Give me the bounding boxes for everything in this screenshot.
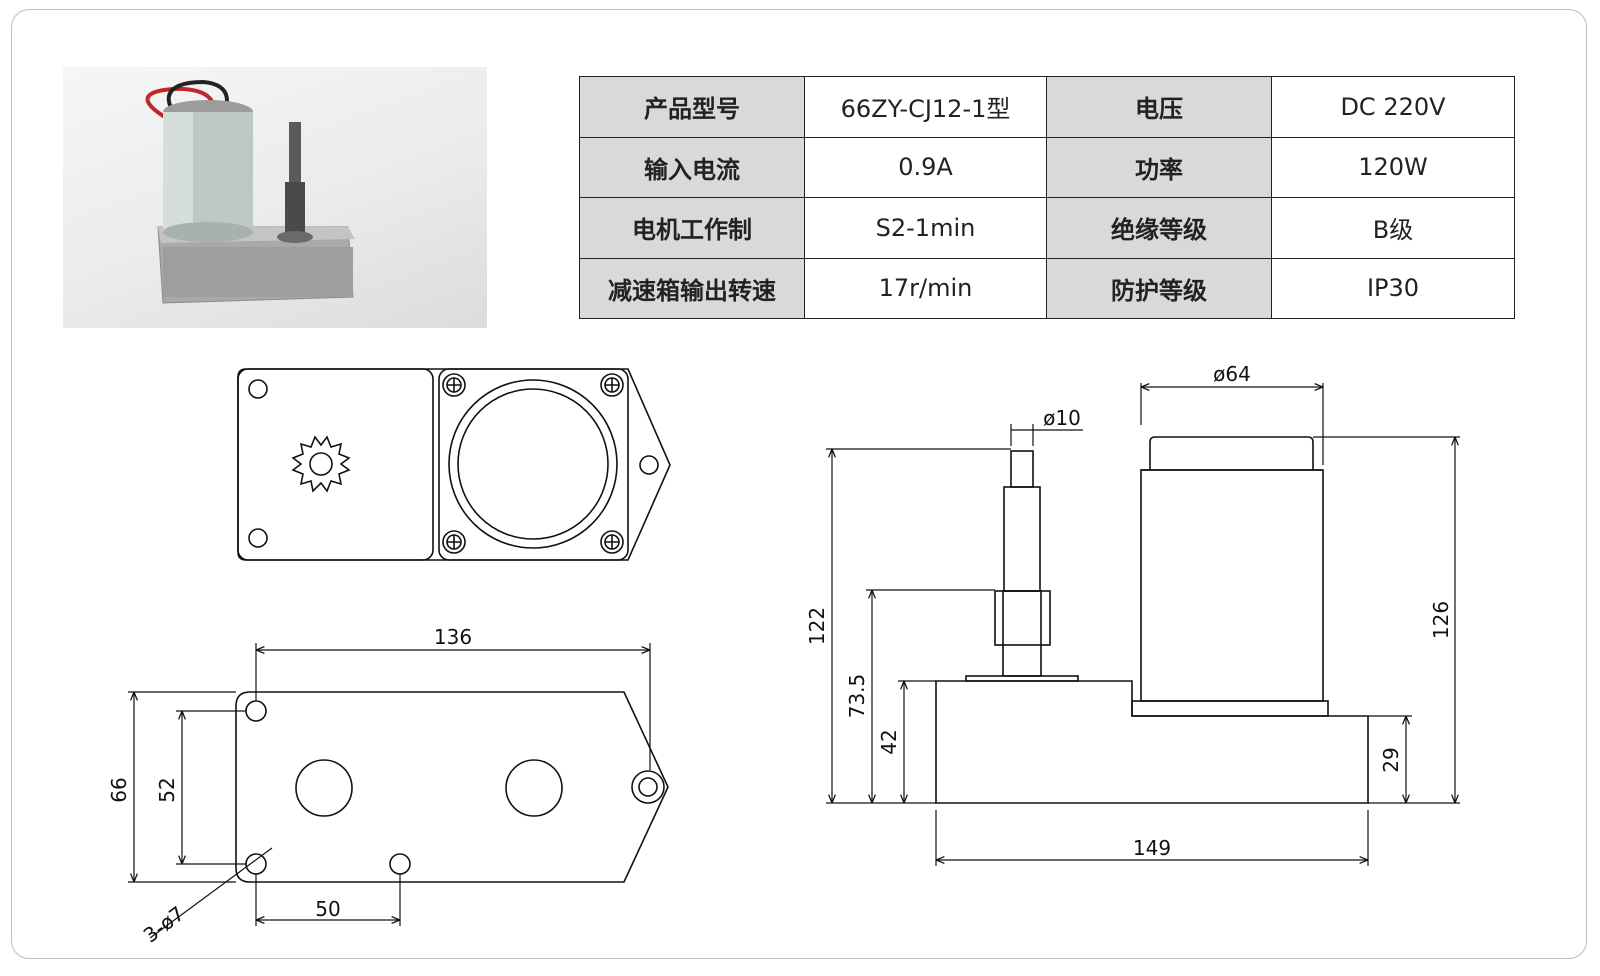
- motor-photo-illustration: [145, 79, 355, 304]
- product-photo: [63, 67, 487, 328]
- dim-motor-dia: ø64: [1213, 362, 1251, 386]
- spec-value: B级: [1271, 197, 1515, 259]
- dim-width: 66: [107, 777, 131, 802]
- dim-gearbox-height: 42: [877, 729, 901, 754]
- spec-row: 减速箱输出转速 17r/min 防护等级 IP30: [579, 257, 1515, 319]
- dim-hole-pitch: 50: [315, 897, 340, 921]
- spec-key: 功率: [1046, 136, 1272, 198]
- side-view-dimensions: [826, 383, 1460, 866]
- dim-motor-height: 126: [1429, 601, 1453, 639]
- dim-shaft-dia: ø10: [1043, 406, 1081, 430]
- dim-hole-span: 52: [155, 777, 179, 802]
- spec-key: 电压: [1046, 76, 1272, 138]
- spec-key: 产品型号: [579, 76, 805, 138]
- bottom-view-dimensions: [128, 643, 651, 939]
- spec-table: 产品型号 66ZY-CJ12-1型 电压 DC 220V 输入电流 0.9A 功…: [579, 76, 1515, 319]
- spec-value: DC 220V: [1271, 76, 1515, 138]
- spec-row: 产品型号 66ZY-CJ12-1型 电压 DC 220V: [579, 76, 1515, 138]
- screw-icon: [600, 530, 624, 554]
- page-frame: [11, 9, 1587, 959]
- spec-key: 绝缘等级: [1046, 197, 1272, 259]
- screw-icon: [442, 530, 466, 554]
- side-view-drawing: [935, 436, 1369, 804]
- dim-shaft-step-height: 73.5: [845, 674, 869, 719]
- dim-holes: 3-ø7: [139, 901, 189, 947]
- screw-icon: [442, 373, 466, 397]
- spec-key: 电机工作制: [579, 197, 805, 259]
- top-view-drawing: [237, 368, 671, 561]
- spec-value: IP30: [1271, 257, 1515, 319]
- screw-icon: [600, 373, 624, 397]
- gear-icon: [291, 435, 351, 493]
- spec-key: 输入电流: [579, 136, 805, 198]
- dim-total-height: 122: [805, 607, 829, 645]
- bottom-view-drawing: [235, 691, 669, 883]
- dim-base-height: 29: [1379, 747, 1403, 772]
- spec-key: 减速箱输出转速: [579, 257, 805, 319]
- spec-row: 电机工作制 S2-1min 绝缘等级 B级: [579, 197, 1515, 259]
- dim-length: 136: [434, 625, 472, 649]
- spec-value: 17r/min: [804, 257, 1047, 319]
- dim-total-length: 149: [1133, 836, 1171, 860]
- spec-key: 防护等级: [1046, 257, 1272, 319]
- spec-value: 120W: [1271, 136, 1515, 198]
- spec-value: S2-1min: [804, 197, 1047, 259]
